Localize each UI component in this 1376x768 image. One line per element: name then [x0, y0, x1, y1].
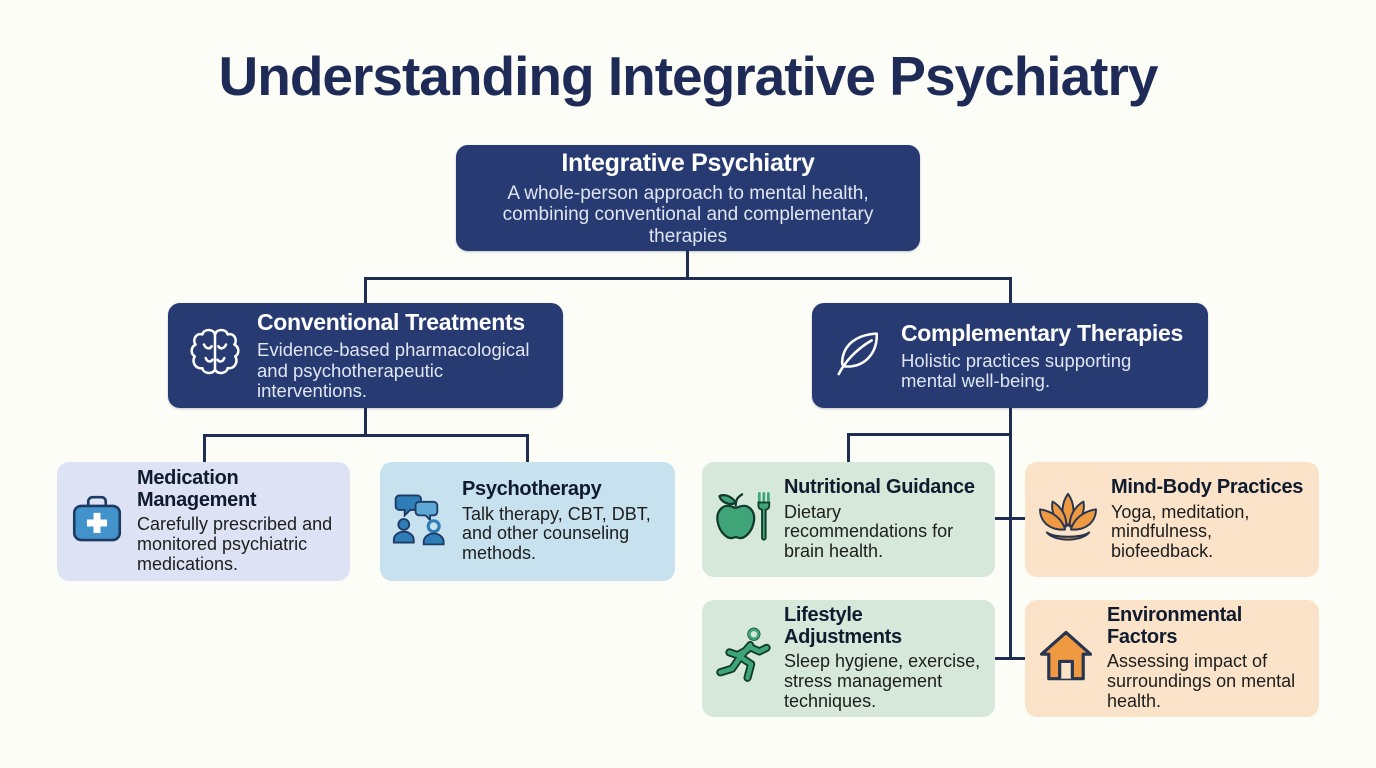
- node-description: Dietary recommendations for brain health…: [784, 501, 954, 562]
- connector-complementary-trunk: [1009, 408, 1012, 660]
- node-description: Holistic practices supporting mental wel…: [901, 349, 1132, 391]
- connector-drop-complementary: [1009, 277, 1012, 304]
- lotus-icon: [1037, 490, 1099, 549]
- connector-conventional-stem: [364, 408, 367, 435]
- node-description: Assessing impact of surroundings on ment…: [1107, 651, 1296, 711]
- node-psychotherapy: Psychotherapy Talk therapy, CBT, DBT, an…: [380, 462, 675, 581]
- node-description: Sleep hygiene, exercise, stress manageme…: [784, 651, 981, 711]
- node-complementary-therapies: Complementary Therapies Holistic practic…: [812, 303, 1208, 408]
- node-title: Lifestyle Adjustments: [784, 604, 902, 648]
- node-title: Mind-Body Practices: [1111, 476, 1304, 498]
- node-nutritional-guidance: Nutritional Guidance Dietary recommendat…: [702, 462, 995, 577]
- node-description: A whole-person approach to mental health…: [502, 183, 874, 247]
- node-mind-body-practices: Mind-Body Practices Yoga, meditation, mi…: [1025, 462, 1319, 577]
- node-lifestyle-adjustments: Lifestyle Adjustments Sleep hygiene, exe…: [702, 600, 995, 717]
- house-icon: [1037, 627, 1095, 690]
- node-integrative-psychiatry: Integrative Psychiatry A whole-person ap…: [456, 145, 920, 251]
- chat-people-icon: [392, 489, 450, 554]
- connector-branch-nutrition-horizontal: [847, 433, 1012, 436]
- medical-kit-icon: [69, 491, 125, 552]
- node-medication-management: Medication Management Carefully prescrib…: [57, 462, 350, 581]
- brain-icon: [188, 324, 242, 387]
- node-conventional-treatments: Conventional Treatments Evidence-based p…: [168, 303, 563, 408]
- node-title: Conventional Treatments: [257, 309, 525, 336]
- node-title: Integrative Psychiatry: [561, 149, 815, 178]
- node-description: Evidence-based pharmacological and psych…: [257, 339, 530, 402]
- connector-conventional-horizontal: [203, 434, 529, 437]
- connector-drop-medication: [203, 434, 206, 463]
- connector-root-horizontal: [364, 277, 1012, 280]
- node-description: Carefully prescribed and monitored psych…: [137, 514, 333, 574]
- node-description: Talk therapy, CBT, DBT, and other counse…: [462, 503, 651, 564]
- node-title: Medication Management: [137, 467, 257, 511]
- connector-drop-conventional: [364, 277, 367, 304]
- connector-drop-nutrition: [847, 433, 850, 463]
- node-title: Complementary Therapies: [901, 319, 1183, 346]
- connector-root-stem: [686, 251, 689, 278]
- connector-drop-psychotherapy: [526, 434, 529, 463]
- page-title: Understanding Integrative Psychiatry: [218, 45, 1159, 107]
- connector-stub-mindbody: [993, 517, 1027, 520]
- leaf-icon: [832, 324, 886, 387]
- node-title: Nutritional Guidance: [784, 476, 975, 498]
- running-person-icon: [714, 625, 772, 692]
- node-title: Psychotherapy: [462, 478, 602, 500]
- node-title: Environmental Factors: [1107, 604, 1243, 648]
- node-description: Yoga, meditation, mindfulness, biofeedba…: [1111, 501, 1250, 562]
- node-environmental-factors: Environmental Factors Assessing impact o…: [1025, 600, 1319, 717]
- connector-stub-environment: [993, 657, 1027, 660]
- apple-fork-icon: [714, 487, 772, 552]
